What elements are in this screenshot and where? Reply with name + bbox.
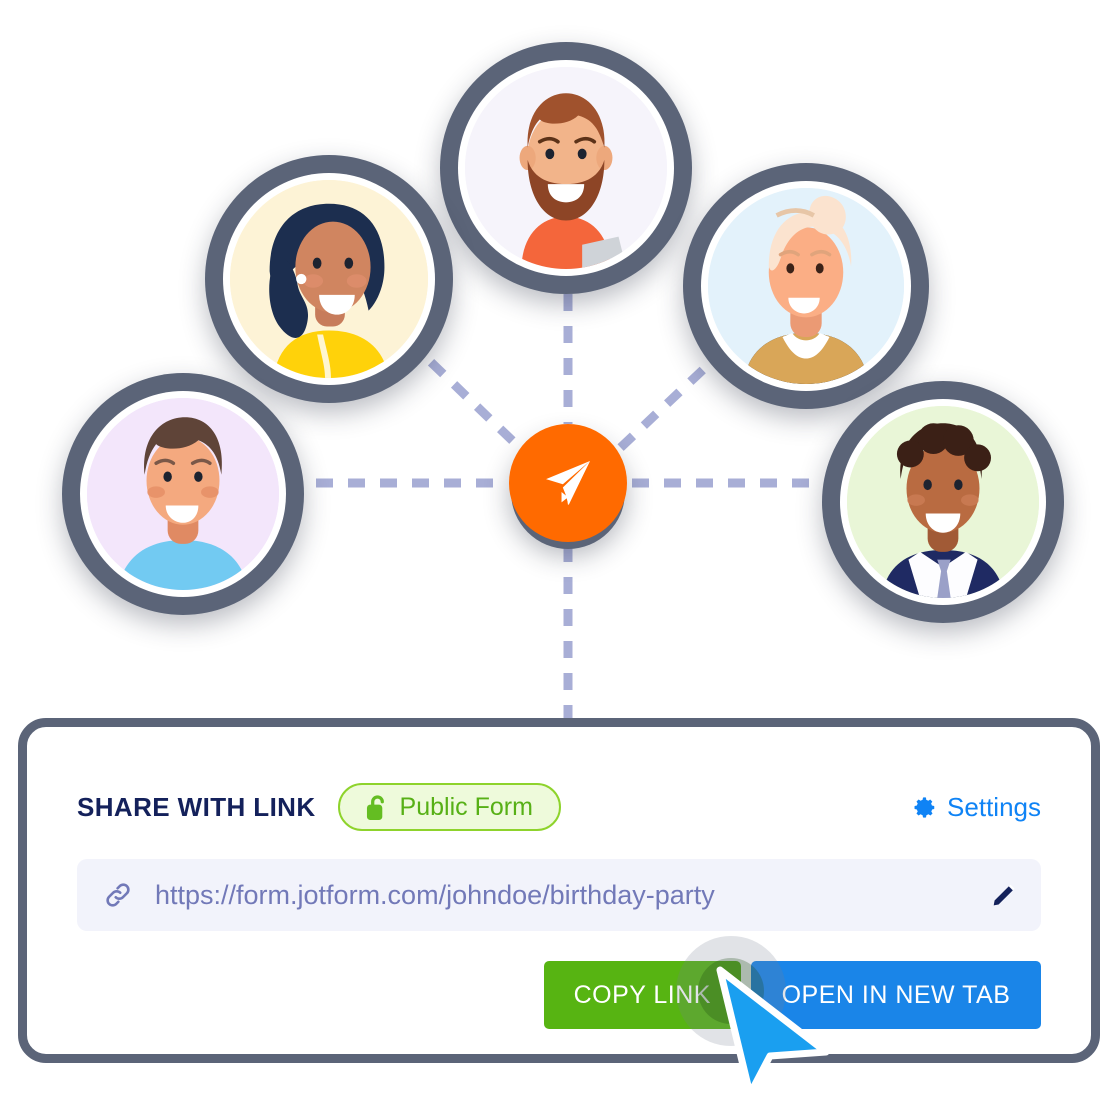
pencil-edit-icon[interactable]: [991, 882, 1017, 908]
settings-button[interactable]: Settings: [912, 792, 1041, 823]
connector-to-upper-left-avatar: [404, 336, 524, 452]
gear-icon: [914, 796, 935, 818]
card-actions-row: COPY LINK OPEN IN NEW TAB: [77, 961, 1041, 1029]
send-hub-node[interactable]: [509, 424, 627, 542]
connector-to-upper-right-avatar: [614, 344, 730, 454]
avatar-face: [708, 188, 904, 384]
link-icon: [106, 883, 130, 907]
avatar-man-brown-hair-blue-shirt[interactable]: [62, 373, 304, 615]
copy-link-button[interactable]: COPY LINK: [543, 961, 741, 1029]
badge-label: Public Form: [399, 792, 533, 821]
avatar-ring: [701, 181, 911, 391]
page-title: SHARE WITH LINK: [77, 791, 316, 822]
paper-plane-send-icon: [546, 461, 590, 505]
open-in-new-tab-button[interactable]: OPEN IN NEW TAB: [751, 961, 1041, 1029]
avatar-blonde-woman-topknot-tan-sweater[interactable]: [683, 163, 929, 409]
card-header-row: SHARE WITH LINK Public Form Settings: [77, 783, 1041, 831]
contact-network-diagram: [62, 42, 1064, 722]
status-badge-public-form[interactable]: Public Form: [337, 783, 561, 831]
avatar-ring: [840, 399, 1046, 605]
open-padlock-icon: [366, 794, 384, 820]
connector-lines: [316, 262, 822, 722]
share-url-field[interactable]: https://form.jotform.com/johndoe/birthda…: [77, 859, 1041, 931]
avatar-ring: [223, 173, 435, 385]
avatar-face: [465, 67, 667, 269]
avatar-face: [230, 180, 428, 378]
settings-label: Settings: [947, 791, 1041, 822]
avatar-ring: [80, 391, 286, 597]
avatar-face: [87, 398, 279, 590]
avatar-ring: [458, 60, 674, 276]
share-with-link-card: SHARE WITH LINK Public Form Settings: [18, 718, 1100, 1063]
avatar-man-curly-hair-navy-suit[interactable]: [822, 381, 1064, 623]
avatar-face: [847, 406, 1039, 598]
avatar-bearded-man-orange-shirt[interactable]: [440, 42, 692, 294]
share-url-value[interactable]: https://form.jotform.com/johndoe/birthda…: [155, 879, 715, 910]
avatar-woman-dark-curly-hair-yellow-top[interactable]: [205, 155, 453, 403]
